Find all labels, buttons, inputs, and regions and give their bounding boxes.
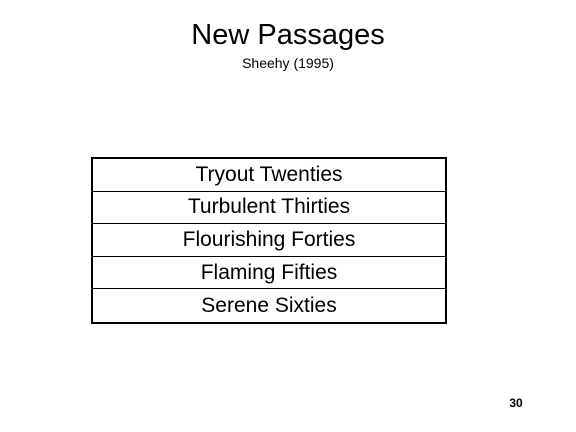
slide-subtitle: Sheehy (1995) [242, 55, 334, 71]
table-row: Serene Sixties [201, 293, 337, 317]
page-number: 30 [509, 396, 523, 410]
life-stages-table: Tryout Twenties Turbulent Thirties Flour… [91, 157, 447, 324]
table-row: Tryout Twenties [93, 159, 445, 192]
table-row: Flourishing Forties [93, 224, 445, 257]
slide-title: New Passages [191, 19, 385, 51]
table-row: Turbulent Thirties [93, 192, 445, 225]
table-row: Flaming Fifties [93, 257, 445, 290]
